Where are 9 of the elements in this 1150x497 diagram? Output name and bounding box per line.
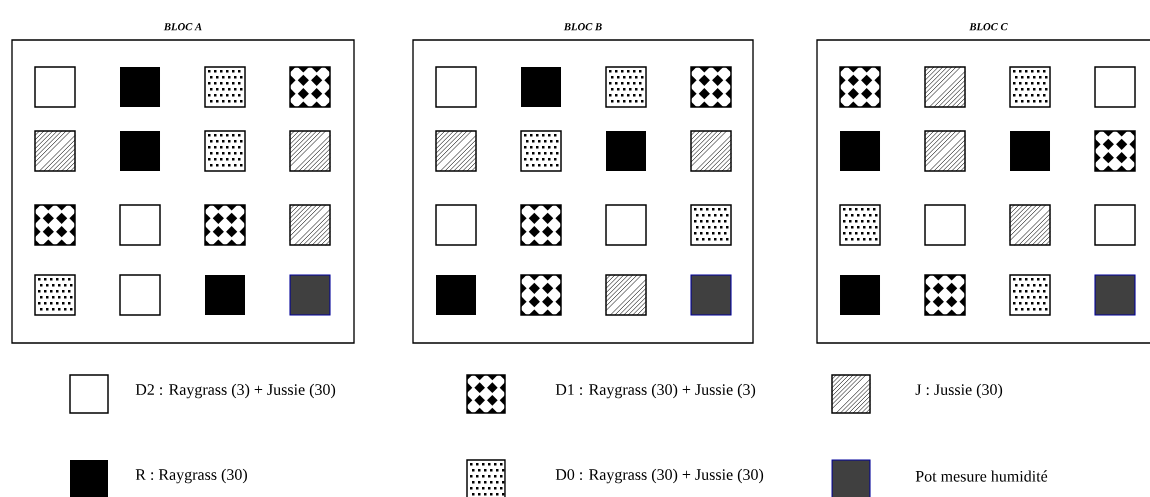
legend-label: J : Jussie (30) [915, 383, 1003, 399]
block-title: BLOC C [969, 23, 1008, 31]
legend-label: D1 : Raygrass (30) + Jussie (3) [555, 383, 756, 399]
legend-label: D2 : Raygrass (3) + Jussie (30) [135, 383, 336, 399]
legend-label: R : Raygrass (30) [135, 468, 247, 484]
block-title: BLOC B [563, 23, 602, 31]
legend-label: D0 : Raygrass (30) + Jussie (30) [555, 468, 764, 484]
legend-label: Pot mesure humidité [915, 470, 1048, 482]
block-title: BLOC A [163, 23, 202, 31]
